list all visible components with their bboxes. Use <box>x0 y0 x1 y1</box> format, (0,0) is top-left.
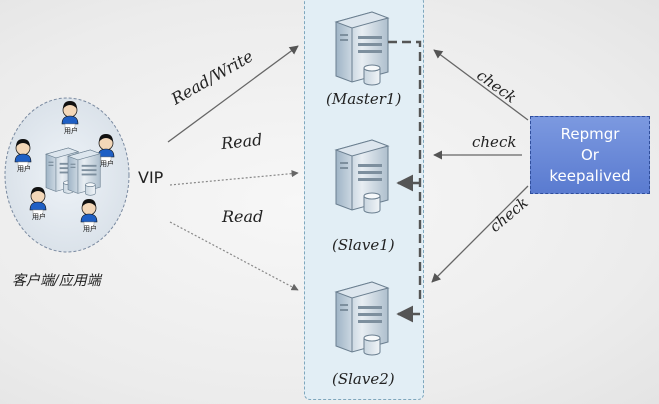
slave2-server-icon <box>335 281 389 356</box>
client-caption: 客户端/应用端 <box>12 273 101 289</box>
tool-line-1: Repmgr <box>560 124 620 143</box>
check-label: check <box>472 133 517 151</box>
user-tag: 用户 <box>83 225 97 233</box>
ha-tool-box: Repmgr Or keepalived <box>530 116 650 194</box>
user-tag: 用户 <box>17 165 31 173</box>
replication-line <box>388 40 422 300</box>
user-tag: 用户 <box>64 127 78 135</box>
user-tag: 用户 <box>32 213 46 221</box>
read-arrow-slave1 <box>169 170 299 186</box>
read-label: Read <box>222 207 264 226</box>
master-server-icon <box>335 11 389 86</box>
tool-line-3: keepalived <box>549 166 631 185</box>
master-label: (Master1) <box>326 90 402 108</box>
client-server-icon <box>67 149 101 196</box>
slave2-label: (Slave2) <box>332 370 395 388</box>
slave1-label: (Slave1) <box>332 236 395 254</box>
vip-label: VIP <box>138 168 164 187</box>
read-write-arrow <box>167 45 299 143</box>
read-arrow-slave2 <box>169 221 299 291</box>
slave1-server-icon <box>335 139 389 214</box>
check-arrow-slave2 <box>431 185 529 283</box>
check-arrow-master <box>433 49 529 121</box>
user-tag: 用户 <box>100 160 114 168</box>
tool-line-2: Or <box>581 145 599 164</box>
